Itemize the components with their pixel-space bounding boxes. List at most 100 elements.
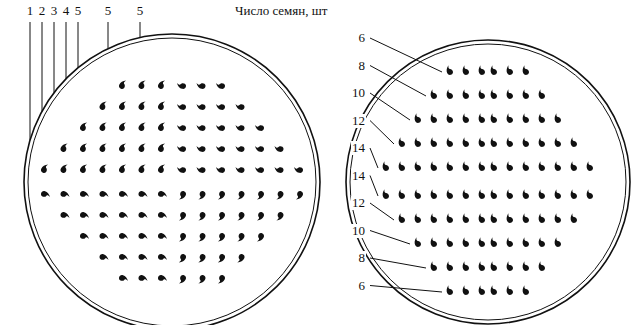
seed xyxy=(488,113,498,124)
seed xyxy=(118,121,127,132)
seed xyxy=(80,191,90,198)
seed xyxy=(460,113,470,124)
seed xyxy=(552,161,562,172)
row-count: 14 xyxy=(351,169,366,183)
seed xyxy=(119,233,129,240)
leader-line xyxy=(370,148,378,168)
seed xyxy=(504,113,514,124)
column-count: 5 xyxy=(74,4,83,18)
column-count: 1 xyxy=(26,4,35,18)
dish-rim xyxy=(346,40,630,324)
seed xyxy=(444,261,454,272)
seed xyxy=(118,163,127,174)
axis-title: Число семян, шт xyxy=(234,4,328,18)
seed xyxy=(460,161,470,172)
seed xyxy=(536,189,546,200)
seed xyxy=(504,237,514,248)
seed xyxy=(138,233,148,240)
seed xyxy=(198,253,207,264)
row-count: 8 xyxy=(358,59,367,73)
row-count: 6 xyxy=(358,279,367,293)
seed xyxy=(60,212,70,219)
seed xyxy=(488,237,498,248)
seed xyxy=(552,189,562,200)
seed xyxy=(552,113,562,124)
seed xyxy=(504,213,514,224)
leader-line xyxy=(108,22,109,49)
seed xyxy=(460,285,470,296)
seed xyxy=(80,233,90,240)
seed xyxy=(412,237,422,248)
seed xyxy=(520,213,530,224)
seed xyxy=(138,212,148,219)
leader-line xyxy=(370,66,426,97)
seed xyxy=(428,189,438,200)
seed xyxy=(584,161,594,172)
seed xyxy=(237,211,246,222)
seed xyxy=(488,189,498,200)
seed xyxy=(138,163,147,174)
seed xyxy=(99,212,109,219)
seed xyxy=(196,166,206,173)
seed xyxy=(412,213,422,224)
seed xyxy=(235,145,245,152)
seed xyxy=(412,161,422,172)
seed xyxy=(488,161,498,172)
seed xyxy=(488,285,498,296)
seed xyxy=(536,113,546,124)
column-count: 5 xyxy=(136,4,145,18)
seed xyxy=(176,82,186,89)
seed xyxy=(198,190,207,201)
seed xyxy=(237,253,246,264)
leader-line xyxy=(30,22,31,140)
seed xyxy=(40,163,49,174)
seed xyxy=(138,79,147,90)
seed xyxy=(428,137,438,148)
seed xyxy=(158,254,168,261)
seed xyxy=(215,103,225,110)
seed xyxy=(476,189,486,200)
seed xyxy=(256,190,265,201)
row-count: 12 xyxy=(351,114,366,128)
seed xyxy=(444,213,454,224)
leader-line xyxy=(370,121,394,145)
seed xyxy=(274,145,284,152)
seed xyxy=(428,261,438,272)
seed xyxy=(476,65,486,76)
row-count: 14 xyxy=(351,141,366,155)
seed xyxy=(476,261,486,272)
seed xyxy=(568,213,578,224)
seed xyxy=(157,163,166,174)
seed xyxy=(460,65,470,76)
seed xyxy=(520,89,530,100)
seed xyxy=(444,137,454,148)
seed xyxy=(488,89,498,100)
column-count: 2 xyxy=(38,4,47,18)
seed xyxy=(412,113,422,124)
seed xyxy=(428,161,438,172)
seed xyxy=(568,189,578,200)
seed xyxy=(504,285,514,296)
seed xyxy=(158,191,168,198)
seed xyxy=(99,191,109,198)
seed xyxy=(118,100,127,111)
seed xyxy=(237,232,246,243)
seed xyxy=(460,261,470,272)
seed xyxy=(520,285,530,296)
seed xyxy=(176,145,186,152)
seed xyxy=(396,161,406,172)
leader-line xyxy=(370,93,410,120)
seed xyxy=(504,189,514,200)
seed xyxy=(196,145,206,152)
seed xyxy=(396,137,406,148)
seed xyxy=(237,190,246,201)
seed xyxy=(235,166,245,173)
seed xyxy=(476,113,486,124)
leader-line xyxy=(78,22,79,68)
seed xyxy=(196,82,206,89)
seed xyxy=(99,142,108,153)
seed xyxy=(428,113,438,124)
seed xyxy=(119,275,129,282)
seed xyxy=(235,124,245,131)
seed xyxy=(504,161,514,172)
